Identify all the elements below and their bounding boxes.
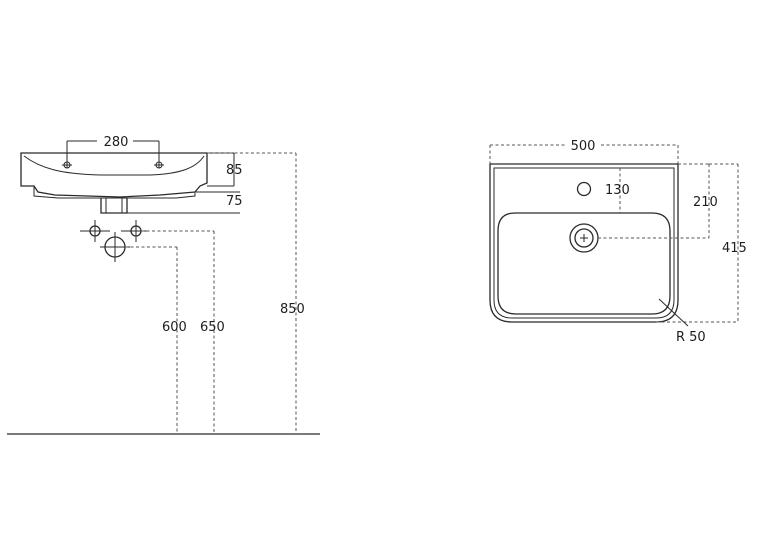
supply-connection-left-icon [80,220,110,242]
dim-depth-label: 415 [722,241,747,256]
dim-waste-height-label: 600 [162,320,187,335]
basin-side-profile [20,152,208,214]
dim-depth: 415 [656,163,747,323]
dim-overflow-label: 75 [226,194,243,209]
tap-hole-left-icon [62,158,72,169]
dim-tap-spacing-label: 280 [104,135,129,150]
dim-supply-height: 650 [141,230,225,434]
dim-drain-offset-label: 210 [693,195,718,210]
drain-icon [569,223,599,253]
basin-bowl [497,212,671,315]
dim-width-label: 500 [571,139,596,154]
dim-tap-hole: 130 [605,168,630,213]
tap-hole-right-icon [154,158,164,169]
dim-total-height-label: 850 [280,302,305,317]
dim-rim-height: 85 [207,152,243,187]
dim-width: 500 [489,139,679,164]
dim-corner-radius: R 50 [658,298,706,345]
waste-outlet [100,198,128,214]
tap-hole-icon [576,181,592,197]
dim-total-height: 850 [207,152,305,434]
dim-drain-offset: 210 [598,163,718,239]
dim-corner-radius-label: R 50 [676,330,706,345]
top-view: 500 130 210 415 R 50 [489,139,747,345]
basin-top-outline [489,163,679,323]
dim-tap-spacing: 280 [66,135,160,158]
dim-overflow: 75 [127,191,243,214]
side-view: 280 85 75 850 [7,135,320,435]
dim-tap-hole-label: 130 [605,183,630,198]
dim-supply-height-label: 650 [200,320,225,335]
dim-rim-height-label: 85 [226,163,243,178]
dim-waste-height: 600 [125,246,187,434]
